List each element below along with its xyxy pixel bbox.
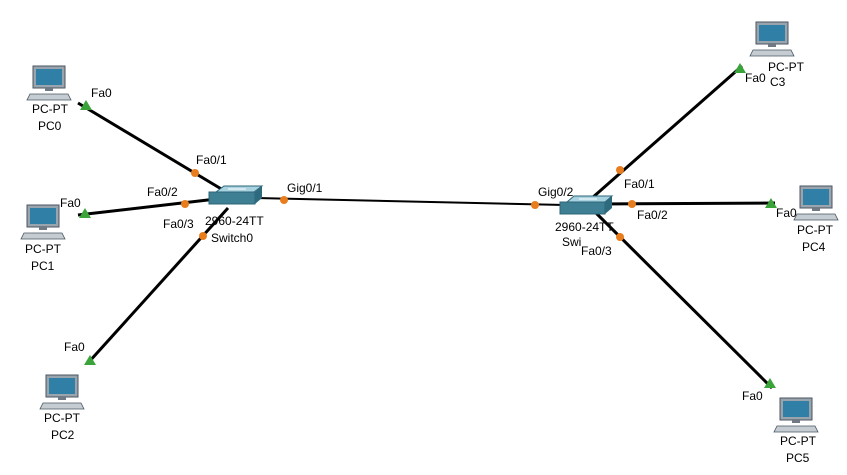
- port-label-pc3-fa0: Fa0: [745, 71, 766, 85]
- cable-switch1-pc5[interactable]: [593, 210, 774, 390]
- switch1-model: 2960-24TT: [555, 220, 614, 234]
- port-label-sw1-fa01: Fa0/1: [624, 177, 655, 191]
- pc4-name: PC4: [802, 240, 826, 254]
- pc5-name: PC5: [786, 451, 810, 465]
- pc2[interactable]: PC-PT PC2: [39, 374, 85, 442]
- port-lights: [79, 63, 777, 388]
- port-labels: Fa0 Fa0 Fa0 Fa0 Fa0 Fa0 Fa0/1 Fa0/2 Fa0/…: [60, 71, 797, 403]
- pc1-model: PC-PT: [25, 242, 62, 256]
- port-label-sw0-gig01: Gig0/1: [287, 181, 323, 195]
- port-down-icon: [191, 169, 199, 177]
- cable-switch0-switch1[interactable]: [255, 197, 566, 206]
- pc5[interactable]: PC-PT PC5: [773, 397, 819, 465]
- pc-icon: [20, 204, 66, 240]
- port-label-pc4-fa0: Fa0: [776, 206, 797, 220]
- cable-pc0-switch0[interactable]: [77, 101, 229, 195]
- pc4[interactable]: PC-PT PC4: [793, 185, 839, 254]
- pc3-model: PC-PT: [768, 60, 805, 74]
- port-up-icon: [79, 208, 91, 218]
- pc3[interactable]: PC-PT C3: [749, 21, 805, 89]
- port-up-icon: [734, 63, 746, 73]
- pc-icon: [749, 21, 795, 57]
- pc0-name: PC0: [38, 119, 62, 133]
- port-label-sw1-fa03: Fa0/3: [581, 244, 612, 258]
- port-up-icon: [765, 198, 777, 208]
- port-label-pc0-fa0: Fa0: [91, 86, 112, 100]
- switch0[interactable]: 2960-24TT Switch0: [205, 185, 264, 245]
- pc2-name: PC2: [51, 428, 75, 442]
- cable-switch1-pc4[interactable]: [599, 201, 776, 206]
- port-down-icon: [181, 200, 189, 208]
- port-down-icon: [199, 232, 207, 240]
- port-label-sw0-fa01: Fa0/1: [196, 153, 227, 167]
- port-down-icon: [280, 196, 288, 204]
- pc-icon: [26, 65, 72, 101]
- pc1-name: PC1: [31, 259, 55, 273]
- pc4-model: PC-PT: [797, 223, 834, 237]
- pc2-model: PC-PT: [44, 411, 81, 425]
- pc1[interactable]: PC-PT PC1: [20, 204, 66, 273]
- switch-icon: [559, 195, 614, 215]
- port-label-pc1-fa0: Fa0: [60, 196, 81, 210]
- port-down-icon: [531, 201, 539, 209]
- pc-icon: [39, 374, 85, 410]
- switch0-name: Switch0: [211, 231, 253, 245]
- pc-icon: [793, 185, 839, 221]
- port-down-icon: [616, 166, 624, 174]
- switch1-name: Swi: [562, 235, 581, 249]
- pc0[interactable]: PC-PT PC0: [26, 65, 72, 133]
- switch-icon: [208, 185, 264, 205]
- port-down-icon: [616, 233, 624, 241]
- pc3-name: C3: [770, 75, 786, 89]
- port-label-sw0-fa02: Fa0/2: [147, 185, 178, 199]
- switch0-model: 2960-24TT: [205, 214, 264, 228]
- port-label-sw1-fa02: Fa0/2: [637, 208, 668, 222]
- port-up-icon: [80, 100, 92, 110]
- cable-pc2-switch0[interactable]: [86, 206, 230, 365]
- port-down-icon: [628, 200, 636, 208]
- port-up-icon: [84, 355, 96, 365]
- cable-switch1-pc3[interactable]: [591, 64, 743, 200]
- port-label-pc5-fa0: Fa0: [742, 389, 763, 403]
- port-up-icon: [764, 378, 776, 388]
- port-label-sw0-fa03: Fa0/3: [163, 217, 194, 231]
- pc5-model: PC-PT: [780, 434, 817, 448]
- port-label-sw1-gig02: Gig0/2: [538, 185, 574, 199]
- pc0-model: PC-PT: [32, 102, 69, 116]
- pc-icon: [773, 397, 819, 433]
- port-label-pc2-fa0: Fa0: [64, 340, 85, 354]
- cable-pc1-switch0[interactable]: [77, 196, 226, 217]
- switch1[interactable]: 2960-24TT Swi: [555, 195, 614, 249]
